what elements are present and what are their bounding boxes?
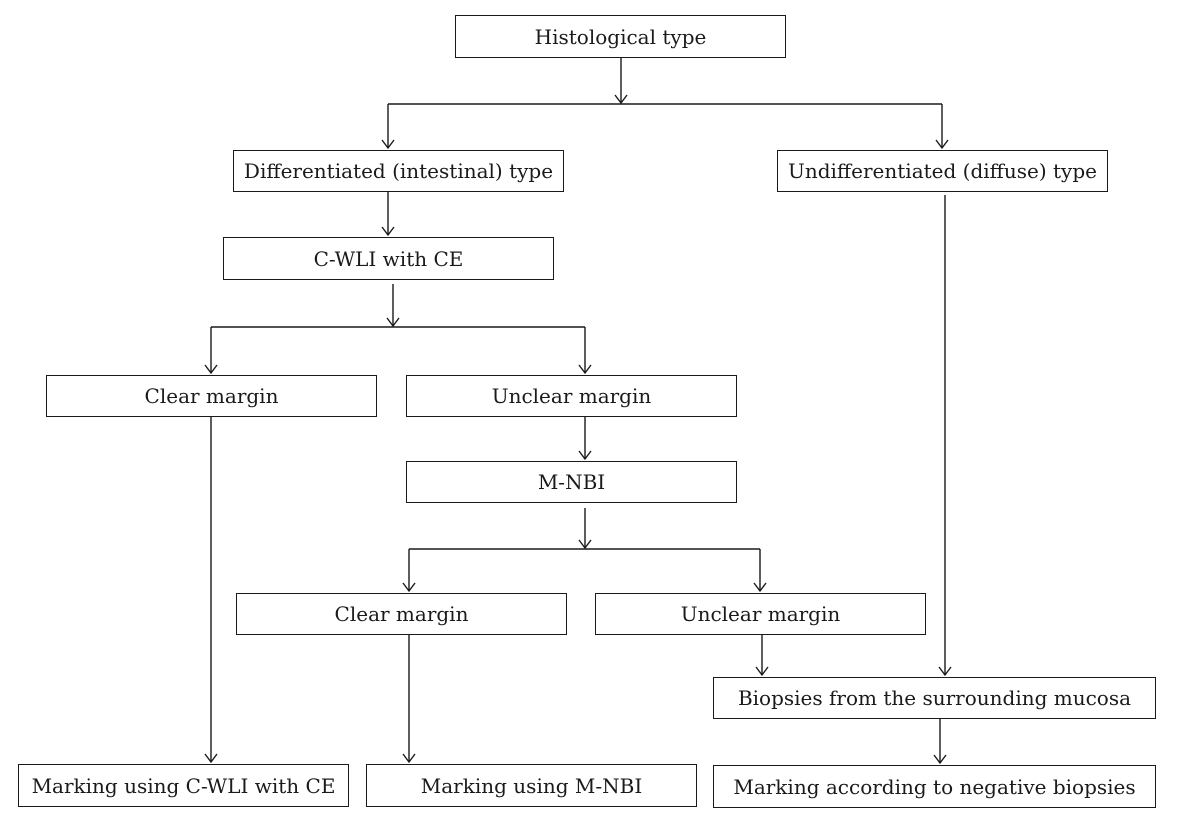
node-label: Differentiated (intestinal) type	[243, 159, 554, 183]
node-unclear-margin-mnbi: Unclear margin	[595, 593, 926, 635]
node-label: Histological type	[534, 24, 707, 49]
node-label: Clear margin	[334, 602, 469, 626]
node-marking-negative-biopsies: Marking according to negative biopsies	[713, 765, 1156, 808]
node-unclear-margin-cwli: Unclear margin	[406, 375, 737, 417]
node-histological-type: Histological type	[455, 15, 786, 58]
node-label: Unclear margin	[680, 602, 841, 626]
node-label: C-WLI with CE	[313, 246, 464, 271]
node-undifferentiated-type: Undifferentiated (diffuse) type	[777, 150, 1108, 192]
node-label: Marking using C-WLI with CE	[31, 773, 336, 798]
node-label: Biopsies from the surrounding mucosa	[737, 686, 1132, 710]
node-cwli-with-ce: C-WLI with CE	[223, 237, 554, 280]
node-marking-mnbi: Marking using M-NBI	[366, 764, 697, 807]
node-label: Marking using M-NBI	[420, 773, 643, 798]
node-label: Marking according to negative biopsies	[733, 774, 1136, 799]
node-differentiated-type: Differentiated (intestinal) type	[233, 150, 564, 192]
node-label: M-NBI	[537, 470, 606, 494]
node-clear-margin-cwli: Clear margin	[46, 375, 377, 417]
node-label: Clear margin	[144, 384, 279, 408]
node-marking-cwli: Marking using C-WLI with CE	[18, 764, 349, 807]
node-label: Undifferentiated (diffuse) type	[788, 159, 1097, 183]
node-label: Unclear margin	[491, 384, 652, 408]
node-m-nbi: M-NBI	[406, 461, 737, 503]
node-biopsies: Biopsies from the surrounding mucosa	[713, 677, 1156, 719]
node-clear-margin-mnbi: Clear margin	[236, 593, 567, 635]
